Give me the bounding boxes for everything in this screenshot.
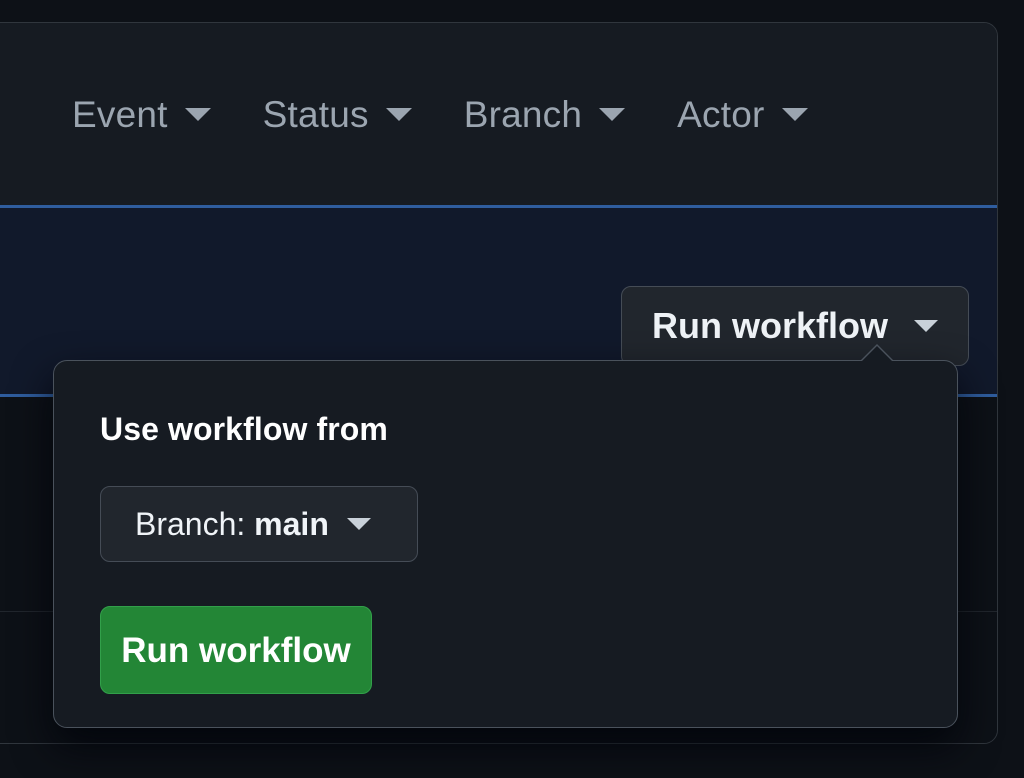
filter-event-label: Event [72,93,168,135]
submit-run-workflow-label: Run workflow [121,630,351,670]
filter-event[interactable]: Event [72,96,211,133]
filter-status-label: Status [262,93,369,135]
chevron-down-icon [184,107,211,121]
chevron-down-icon [781,107,808,121]
run-workflow-popover: Use workflow from Branch: main Run workf… [53,344,958,728]
run-workflow-button[interactable]: Run workflow [621,286,969,366]
branch-select-value: main [254,506,329,542]
filter-actor[interactable]: Actor [677,93,808,135]
branch-select-label: Branch: main [135,508,329,540]
submit-run-workflow-button[interactable]: Run workflow [100,606,372,694]
filter-status[interactable]: Status [263,96,412,133]
chevron-down-icon [346,518,371,530]
popover-title: Use workflow from [100,411,388,447]
branch-select-prefix: Branch: [135,506,246,542]
chevron-down-icon [385,107,412,121]
chevron-down-icon [914,320,938,332]
chevron-down-icon [599,107,626,121]
branch-select[interactable]: Branch: main [100,486,418,562]
filter-branch-label: Branch [463,93,583,135]
popover-arrow-icon [860,344,894,361]
filter-branch[interactable]: Branch [463,93,626,135]
filter-bar: Event Status Branch Actor [0,23,997,205]
filter-actor-label: Actor [677,93,765,135]
run-workflow-button-label: Run workflow [652,305,888,346]
